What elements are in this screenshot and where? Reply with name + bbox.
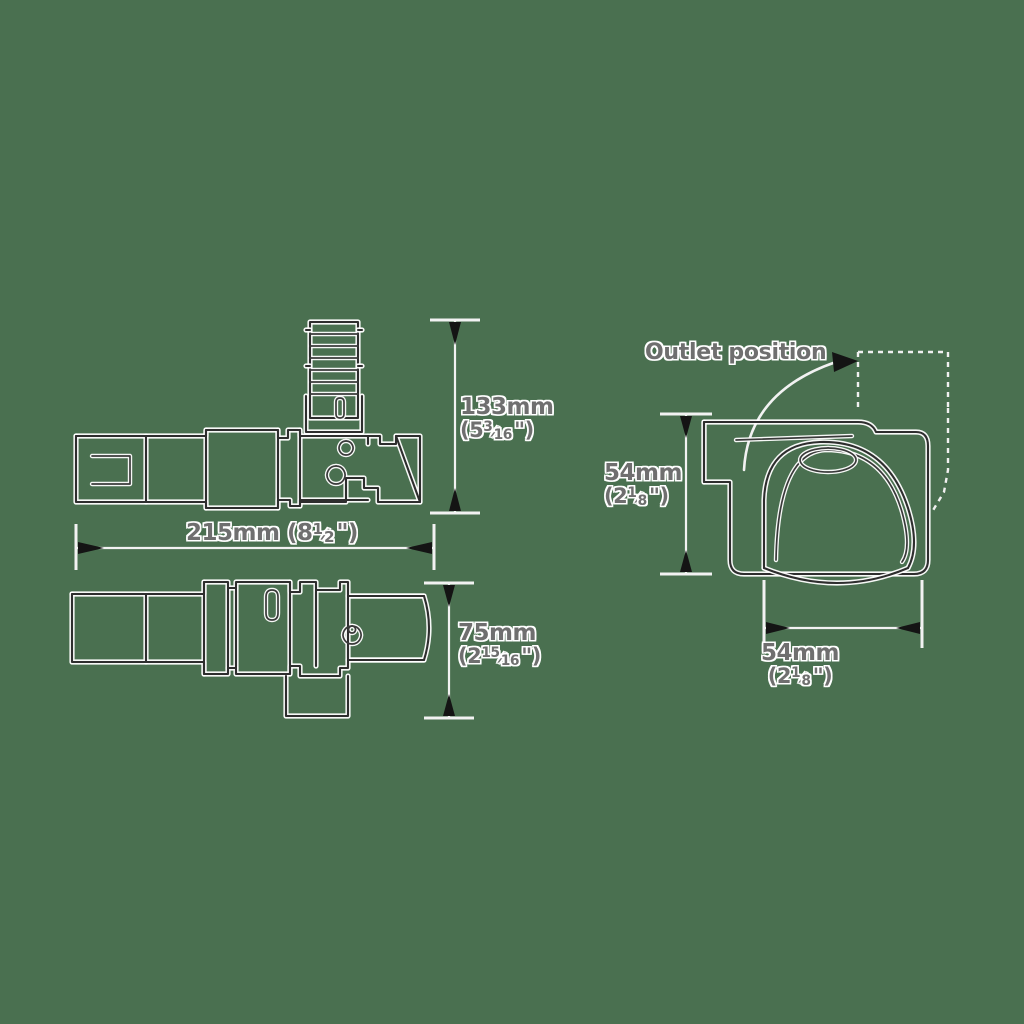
pump-body-side — [73, 427, 423, 511]
overall-length-dimension-215 — [74, 524, 436, 570]
height-dimension-133-label: 133mm (53/16") — [460, 394, 554, 443]
pump-body-end — [701, 419, 931, 586]
dim-215-metric: 215mm (8 — [186, 520, 313, 546]
width-dimension-75-label: 75mm (215/16") — [458, 620, 541, 669]
body-height-dimension-54 — [660, 412, 712, 576]
outlet-position-dashed-box — [856, 350, 950, 513]
dim-75-metric: 75mm — [458, 620, 536, 646]
dim-133-metric: 133mm — [460, 394, 554, 420]
outlet-leader-arrow — [742, 352, 858, 472]
plan-view — [69, 579, 432, 719]
outlet-position-callout-label: Outlet position — [645, 340, 827, 365]
dim-54h-imperial: (21/8") — [604, 483, 669, 509]
dim-54w-metric: 54mm — [761, 640, 839, 666]
body-height-dimension-54-label: 54mm (21/8") — [604, 460, 682, 509]
body-width-dimension-54 — [762, 580, 924, 648]
dim-54w-imperial: (21/8") — [767, 663, 833, 689]
width-dimension-75 — [424, 581, 474, 720]
overall-length-dimension-215-label: 215mm (81/2") — [186, 519, 358, 547]
hose-barb-connector — [303, 319, 365, 435]
dim-133-imperial: (53/16") — [460, 417, 534, 443]
dim-75-imperial: (215/16") — [458, 643, 541, 669]
body-width-dimension-54-label: 54mm (21/8") — [761, 640, 839, 689]
side-elevation-view — [73, 319, 423, 511]
dim-54h-metric: 54mm — [604, 460, 682, 486]
height-dimension-133 — [430, 318, 480, 515]
end-elevation-view — [701, 350, 950, 586]
